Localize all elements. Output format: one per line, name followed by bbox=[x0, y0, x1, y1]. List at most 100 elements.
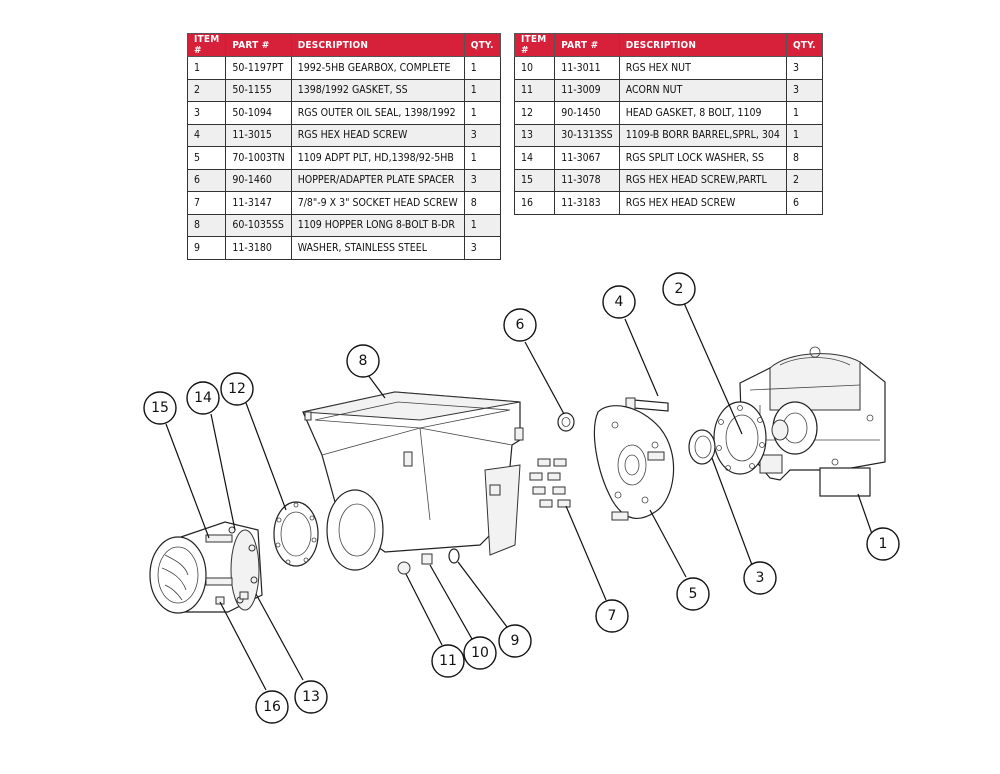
cell-item: 11 bbox=[513, 78, 556, 102]
cell-description: RGS SPLIT LOCK WASHER, SS bbox=[618, 146, 787, 170]
cell-part: 11-3078 bbox=[554, 168, 620, 192]
cell-description: RGS HEX HEAD SCREW,PARTL bbox=[618, 168, 787, 192]
spacer-drawing bbox=[557, 412, 575, 432]
table-header-row: ITEM # PART # DESCRIPTION QTY. bbox=[513, 33, 824, 57]
cell-part: 11-3067 bbox=[554, 146, 620, 170]
callout-3: 3 bbox=[743, 561, 777, 595]
cell-part: 11-3009 bbox=[554, 78, 620, 102]
svg-text:8: 8 bbox=[359, 353, 368, 369]
svg-text:4: 4 bbox=[615, 294, 624, 310]
callout-15: 15 bbox=[143, 391, 177, 425]
svg-text:7: 7 bbox=[608, 608, 617, 624]
cell-item: 13 bbox=[513, 123, 556, 147]
cell-item: 5 bbox=[186, 146, 227, 170]
cell-qty: 8 bbox=[463, 191, 501, 215]
cell-description: 1109 HOPPER LONG 8-BOLT B-DR bbox=[290, 213, 465, 237]
washer-drawing bbox=[448, 548, 460, 564]
cell-item: 14 bbox=[513, 146, 556, 170]
acorn-nut-drawing bbox=[397, 561, 411, 575]
cell-description: 7/8"-9 X 3" SOCKET HEAD SCREW bbox=[290, 191, 465, 215]
svg-text:5: 5 bbox=[689, 586, 698, 602]
svg-text:11: 11 bbox=[439, 653, 457, 669]
cell-item: 15 bbox=[513, 168, 556, 192]
cell-description: ACORN NUT bbox=[618, 78, 787, 102]
cell-part: 50-1094 bbox=[225, 101, 292, 125]
header-item: ITEM # bbox=[513, 33, 556, 57]
hopper-drawing bbox=[302, 391, 524, 571]
svg-text:9: 9 bbox=[511, 633, 520, 649]
cell-item: 10 bbox=[513, 56, 556, 80]
header-description: DESCRIPTION bbox=[290, 33, 465, 57]
callout-4: 4 bbox=[602, 285, 636, 319]
cell-item: 9 bbox=[186, 236, 227, 260]
leader-lines bbox=[165, 302, 873, 691]
callout-11: 11 bbox=[431, 644, 465, 678]
callout-5: 5 bbox=[676, 577, 710, 611]
callout-8: 8 bbox=[346, 344, 380, 378]
cell-qty: 6 bbox=[785, 191, 824, 215]
svg-text:12: 12 bbox=[228, 381, 246, 397]
svg-text:3: 3 bbox=[756, 570, 765, 586]
svg-text:14: 14 bbox=[194, 390, 212, 406]
callout-16: 16 bbox=[255, 690, 289, 724]
cell-qty: 3 bbox=[463, 236, 501, 260]
svg-text:6: 6 bbox=[516, 317, 525, 333]
table-header-row: ITEM # PART # DESCRIPTION QTY. bbox=[186, 33, 501, 57]
cell-qty: 2 bbox=[785, 168, 824, 192]
cell-part: 11-3015 bbox=[225, 123, 292, 147]
barrel-screws-drawing bbox=[215, 591, 249, 605]
callout-12: 12 bbox=[220, 372, 254, 406]
cell-part: 90-1450 bbox=[554, 101, 620, 125]
cell-part: 50-1197PT bbox=[225, 56, 292, 80]
gearbox-drawing bbox=[739, 346, 886, 497]
header-item: ITEM # bbox=[186, 33, 227, 57]
cell-item: 12 bbox=[513, 101, 556, 125]
cell-item: 4 bbox=[186, 123, 227, 147]
cell-qty: 1 bbox=[463, 213, 501, 237]
cell-qty: 1 bbox=[463, 78, 501, 102]
cell-item: 2 bbox=[186, 78, 227, 102]
hex-nut-drawing bbox=[421, 553, 433, 565]
cell-qty: 1 bbox=[785, 101, 824, 125]
cell-description: HOPPER/ADAPTER PLATE SPACER bbox=[290, 168, 465, 192]
cell-item: 7 bbox=[186, 191, 227, 215]
callout-13: 13 bbox=[294, 680, 328, 714]
cell-qty: 3 bbox=[463, 168, 501, 192]
cell-part: 70-1003TN bbox=[225, 146, 292, 170]
cell-description: RGS HEX HEAD SCREW bbox=[618, 191, 787, 215]
cell-qty: 1 bbox=[463, 146, 501, 170]
header-qty: QTY. bbox=[463, 33, 501, 57]
callout-2: 2 bbox=[662, 272, 696, 306]
callout-7: 7 bbox=[595, 599, 629, 633]
cell-part: 90-1460 bbox=[225, 168, 292, 192]
cell-part: 60-1035SS bbox=[225, 213, 292, 237]
cell-item: 8 bbox=[186, 213, 227, 237]
svg-text:16: 16 bbox=[263, 699, 281, 715]
gasket-drawing bbox=[713, 401, 767, 475]
header-qty: QTY. bbox=[785, 33, 824, 57]
svg-text:10: 10 bbox=[471, 645, 489, 661]
hex-head-screw-drawing bbox=[625, 397, 669, 412]
socket-head-screws-drawing bbox=[529, 458, 571, 508]
cell-description: RGS HEX NUT bbox=[618, 56, 787, 80]
partial-screws-drawing bbox=[205, 534, 233, 586]
callout-10: 10 bbox=[463, 636, 497, 670]
cell-description: 1398/1992 GASKET, SS bbox=[290, 78, 465, 102]
